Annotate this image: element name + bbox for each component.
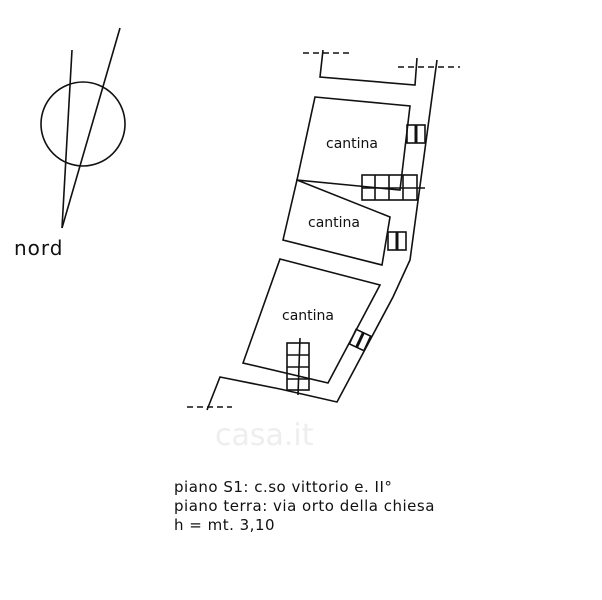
room-label: cantina bbox=[282, 308, 334, 324]
compass-label: nord bbox=[14, 236, 64, 260]
note-line: piano terra: via orto della chiesa bbox=[174, 497, 435, 515]
room-cantina-1 bbox=[296, 96, 411, 191]
room-label: cantina bbox=[326, 136, 378, 152]
watermark: casa.it bbox=[215, 418, 314, 453]
door-icon bbox=[348, 124, 426, 352]
note-line: piano S1: c.so vittorio e. II° bbox=[174, 478, 393, 496]
room-cantina-3 bbox=[241, 258, 382, 384]
compass-icon bbox=[40, 27, 126, 229]
outer-walls bbox=[187, 49, 460, 411]
note-line: h = mt. 3,10 bbox=[174, 516, 276, 534]
room-cantina-2 bbox=[282, 178, 391, 266]
stairs-icon bbox=[286, 174, 425, 396]
room-label: cantina bbox=[308, 215, 360, 231]
